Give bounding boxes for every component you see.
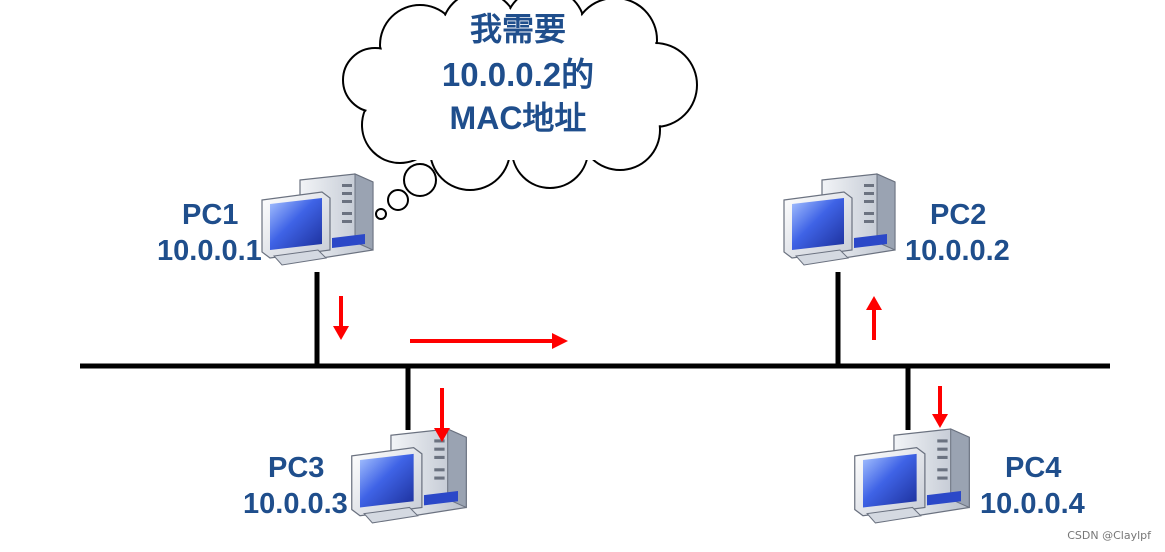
pc3-ip-label: 10.0.0.3 [243, 488, 348, 520]
pc2-ip-label: 10.0.0.2 [905, 235, 1010, 267]
pc1-ip-label: 10.0.0.1 [157, 235, 262, 267]
pc2-computer-icon [783, 173, 896, 266]
pc4-ip-label: 10.0.0.4 [980, 488, 1085, 520]
thought-dot-medium [387, 189, 409, 211]
thought-dot-large [403, 163, 437, 197]
pc1-name-label: PC1 [182, 199, 239, 231]
thought-bubble [342, 0, 698, 220]
bubble-line-3: MAC地址 [449, 100, 587, 136]
pc4-computer-icon [854, 428, 970, 524]
pc3-computer-icon [351, 428, 467, 524]
bubble-line-2: 10.0.0.2的 [441, 56, 595, 93]
watermark: CSDN @Claylpf [1067, 529, 1151, 542]
bubble-line-1: 我需要 [469, 11, 566, 47]
pc3-name-label: PC3 [268, 452, 325, 484]
pc4-name-label: PC4 [1005, 452, 1062, 484]
thought-dot-small [375, 208, 387, 220]
pc2-name-label: PC2 [930, 199, 987, 231]
pc1-computer-icon [261, 173, 374, 266]
